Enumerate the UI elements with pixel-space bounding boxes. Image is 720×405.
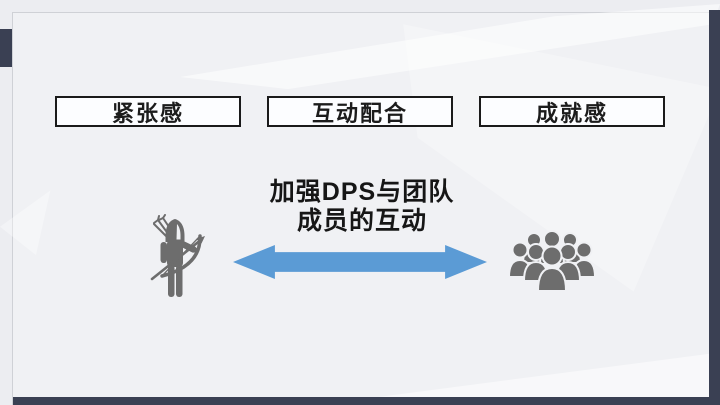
- concept-box-tension: 紧张感: [55, 96, 241, 127]
- concept-box-label: 成就感: [535, 100, 608, 126]
- accent-bar-left: [0, 29, 12, 67]
- accent-bar-bottom: [13, 397, 720, 405]
- concept-box-cooperation: 互动配合: [267, 96, 453, 127]
- archer-icon: [150, 214, 205, 297]
- concept-box-label: 互动配合: [311, 100, 408, 126]
- concept-box-label: 紧张感: [111, 100, 184, 126]
- accent-bar-right: [709, 10, 720, 405]
- slide-title-line2: 成员的互动: [296, 207, 427, 235]
- crowd-icon: [509, 230, 595, 292]
- slide-title-line1: 加强DPS与团队: [269, 178, 455, 206]
- slide-title: 加强DPS与团队 成员的互动: [212, 178, 512, 236]
- concept-box-achievement: 成就感: [479, 96, 665, 127]
